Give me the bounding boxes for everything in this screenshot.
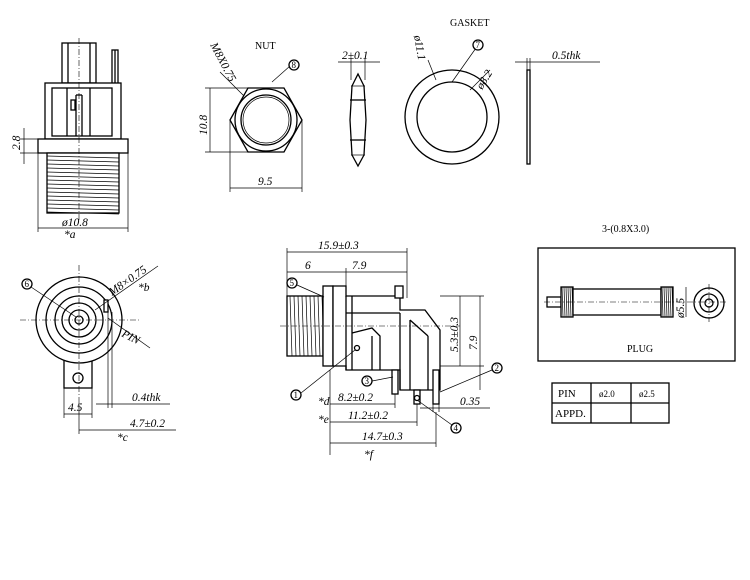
thread-line xyxy=(46,195,120,199)
nut-thickness-dim: 2±0.1 xyxy=(342,50,368,62)
callout-5: 5 xyxy=(290,278,295,288)
height-79-dim: 7.9 xyxy=(468,335,480,350)
nut-title: NUT xyxy=(255,41,276,52)
top-view: 6 M8×0.75 *b PIN 0.4thk 4.5 4.7±0.2 *c xyxy=(20,264,176,444)
front-height-dim: 2.8 xyxy=(11,135,23,150)
dim-035: 0.35 xyxy=(460,396,480,408)
nut-view: NUT M8X0.75 8 10.8 9.5 xyxy=(198,40,303,192)
front-view: 2.8 ø10.8 *a xyxy=(11,38,129,241)
thread-line xyxy=(46,167,120,171)
callout-8: 8 xyxy=(292,60,297,70)
ref-c-label: *c xyxy=(117,432,128,444)
nut-height-dim: 10.8 xyxy=(198,115,210,135)
callout-4: 4 xyxy=(454,423,459,433)
plug-title: PLUG xyxy=(627,344,653,355)
callout-7: 7 xyxy=(476,40,481,50)
side-view: 15.9±0.3 6 7.9 5.3±0.3 7.9 5 1 3 2 4 xyxy=(280,240,503,461)
nut-width-dim: 9.5 xyxy=(258,176,273,188)
thread-line xyxy=(46,171,120,175)
gasket-od-dim: ø11.1 xyxy=(411,33,427,61)
knurl-line xyxy=(663,286,666,318)
pin-position-dim: 4.7±0.2 xyxy=(130,418,165,430)
callout-1: 1 xyxy=(294,390,299,400)
thread-line xyxy=(46,187,120,191)
ref-f-label: *f xyxy=(364,449,375,461)
callout-6: 6 xyxy=(25,279,30,289)
gasket-title: GASKET xyxy=(450,18,489,29)
ref-b-label: *b xyxy=(138,282,150,294)
front-diameter-dim: ø10.8 xyxy=(61,217,88,229)
thread-line xyxy=(46,183,120,187)
dim-112: 11.2±0.2 xyxy=(348,410,388,422)
thread-line xyxy=(46,191,120,195)
segment-1-dim: 6 xyxy=(305,260,311,272)
table-row-0-col-1: ø2.0 xyxy=(599,389,615,399)
total-length-dim: 15.9±0.3 xyxy=(318,240,359,252)
thread-line xyxy=(46,211,120,215)
gasket-view: GASKET ø11.1 7 ø8.2 xyxy=(404,18,500,165)
segment-2-dim: 7.9 xyxy=(352,260,367,272)
thread-line xyxy=(46,155,120,159)
plug-view: 3-(0.8X3.0) ø5.5 PLUG xyxy=(537,224,736,362)
thread-line xyxy=(46,159,120,163)
pin-table: PIN ø2.0 ø2.5 APPD. xyxy=(551,382,670,424)
thread-line xyxy=(46,207,120,211)
pin-label: PIN xyxy=(119,328,143,348)
knurl-line xyxy=(563,286,566,318)
pin-thickness-dim: 0.4thk xyxy=(132,392,161,404)
gasket-thickness-dim: 0.5thk xyxy=(552,50,581,62)
knurl-line xyxy=(561,286,564,318)
half-width-dim: 4.5 xyxy=(68,402,83,414)
plug-spec-label: 3-(0.8X3.0) xyxy=(602,224,649,235)
ref-a-label: *a xyxy=(64,229,76,241)
thread-line xyxy=(46,199,120,203)
nut-side-view: 2±0.1 xyxy=(338,50,380,168)
thread-line xyxy=(46,163,120,167)
plug-diameter-dim: ø5.5 xyxy=(675,298,687,319)
table-row-0-col-2: ø2.5 xyxy=(639,389,655,399)
thread-line xyxy=(46,203,120,207)
ref-e-label: *e xyxy=(318,414,329,426)
dim-82: 8.2±0.2 xyxy=(338,392,373,404)
knurl-line xyxy=(671,286,674,318)
thread-line xyxy=(46,179,120,183)
gasket-id-dim: ø8.2 xyxy=(474,68,496,92)
callout-2: 2 xyxy=(495,363,500,373)
callout-3: 3 xyxy=(365,376,370,386)
table-row-0-col-0: PIN xyxy=(558,388,576,400)
nut-thread-dim: M8X0.75 xyxy=(207,40,238,84)
ref-d-label: *d xyxy=(318,396,330,408)
dim-147: 14.7±0.3 xyxy=(362,431,403,443)
table-row-1-col-0: APPD. xyxy=(555,408,586,420)
height-53-dim: 5.3±0.3 xyxy=(449,317,461,352)
thread-line xyxy=(46,175,120,179)
gasket-side-view: 0.5thk xyxy=(515,50,600,165)
